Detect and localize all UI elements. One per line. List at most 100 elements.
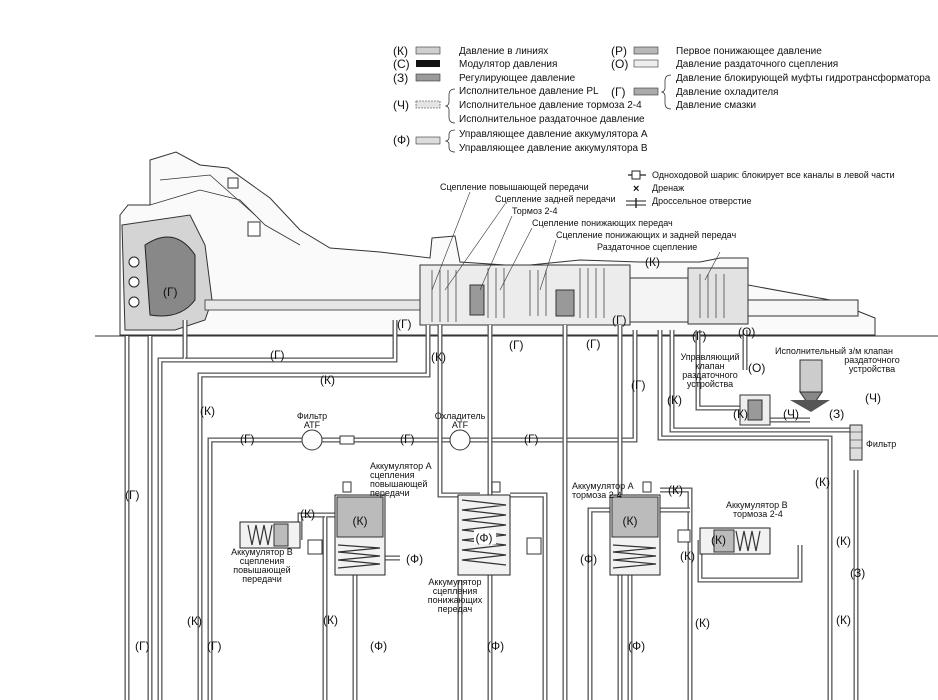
line-code-labels: (Г) (Г) (К) (Г) (К) (Г) (Г) (Г) (К) (Г) … <box>125 255 881 653</box>
legend-label: Давление в линиях <box>459 46 548 57</box>
line-code-label: (К) <box>711 533 726 547</box>
line-code-label: (К) <box>733 407 748 421</box>
line-code-label: (Г) <box>240 432 255 446</box>
label-transfer-clutch: Раздаточное сцепление <box>597 242 697 252</box>
legend-code: (Ч) <box>393 98 409 112</box>
accumulator-b-brake: Аккумулятор В тормоза 2-4 <box>699 500 788 555</box>
line-code-label: (Г) <box>509 338 524 352</box>
legend-swatch <box>416 60 440 67</box>
legend-label: Давление охладителя <box>676 87 778 98</box>
legend-label: Первое понижающее давление <box>676 46 822 57</box>
accumulator-label: Аккумулятор В <box>231 547 293 557</box>
accumulator-label: Аккумулятор А <box>572 481 634 491</box>
line-code-label: (К) <box>300 507 315 521</box>
legend-swatch <box>415 46 441 55</box>
line-code-label: (К) <box>668 483 683 497</box>
drain-icon: × <box>633 183 639 195</box>
legend-item-first-downshift: (Р) Первое понижающее давление <box>611 44 822 58</box>
legend-label: Давление смазки <box>676 100 756 111</box>
legend-code: (Ф) <box>393 133 410 147</box>
legend-code: (Г) <box>611 85 626 99</box>
accumulator-label: понижающих <box>428 595 483 605</box>
line-code-label: (Г) <box>270 348 285 362</box>
torque-converter-core <box>144 236 196 317</box>
line-code-label: (О) <box>748 361 765 375</box>
line-code-label: (К) <box>667 393 682 407</box>
valve-label: Управляющий <box>680 352 739 362</box>
legend-symbol-label: Дроссельное отверстие <box>652 196 752 206</box>
accumulator-label: Аккумулятор А <box>370 461 432 471</box>
legend-symbol-label: Одноходовой шарик: блокирует все каналы … <box>652 170 895 180</box>
legend-label: Управляющее давление аккумулятора А <box>459 129 648 140</box>
legend-label: Регулирующее давление <box>459 73 576 84</box>
accumulator-label: тормоза 2-4 <box>733 509 783 519</box>
legend-item-regulating: (З) Регулирующее давление <box>393 71 576 85</box>
line-code-label: (К) <box>323 613 338 627</box>
line-code-label: (Г) <box>163 285 178 299</box>
line-code-label: (Г) <box>125 488 140 502</box>
legend-item-transfer: (О) Давление раздаточного сцепления <box>611 57 838 71</box>
input-shaft <box>204 299 436 311</box>
line-code-label: (Г) <box>400 432 415 446</box>
filter: Фильтр <box>849 424 896 461</box>
accumulator-label: передачи <box>242 574 281 584</box>
solenoid-label: Исполнительный з/м клапан <box>775 346 893 356</box>
legend-swatch <box>633 59 659 68</box>
accumulator-b-upshift: Аккумулятор В сцепления повышающей перед… <box>231 521 301 584</box>
valve-label: клапан <box>695 361 724 371</box>
label-downshift-clutch: Сцепление понижающих передач <box>532 218 673 228</box>
legend-label: Давление блокирующей муфты гидротрансфор… <box>676 72 931 84</box>
line-code-label: (Ф) <box>580 552 597 566</box>
accumulator-label: передач <box>438 604 473 614</box>
accumulator-label: Аккумулятор <box>428 577 481 587</box>
line-code-label: (Ч) <box>865 391 881 405</box>
line-code-label: (К) <box>815 475 830 489</box>
accumulator-label: передачи <box>370 488 409 498</box>
transfer-control-valve: Управляющий клапан раздаточного устройст… <box>680 352 771 426</box>
accumulator-label: сцепления <box>370 470 415 480</box>
accumulator-downshift: (Ф) Аккумулятор сцепления понижающих пер… <box>428 481 511 614</box>
legend-code: (С) <box>393 57 410 71</box>
legend-label: Управляющее давление аккумулятора В <box>459 143 648 154</box>
accumulator-a-brake: (К) Аккумулятор А тормоза 2-4 <box>572 481 661 576</box>
legend-swatch <box>415 100 441 109</box>
line-code-label: (Ч) <box>783 407 799 421</box>
legend-item-actuator: (Ч) Исполнительное давление PL Исполните… <box>393 86 645 125</box>
line-code-label: (Г) <box>135 639 150 653</box>
legend-brace <box>444 129 456 153</box>
line-code-label: (Ф) <box>370 639 387 653</box>
component-labels: Сцепление повышающей передачи Сцепление … <box>431 182 736 291</box>
hydraulic-lines <box>124 320 861 700</box>
line-code-label: (Г) <box>397 317 412 331</box>
line-code-label: (З) <box>829 407 844 421</box>
atf-cooler-label: Охладитель <box>435 411 486 421</box>
legend-symbol-orifice: Дроссельное отверстие <box>626 196 752 208</box>
solenoid-label: раздаточного <box>844 355 899 365</box>
line-code-label: (К) <box>200 404 215 418</box>
accumulator-label: тормоза 2-4 <box>572 490 622 500</box>
check-ball-icon <box>628 170 646 180</box>
atf-filter-label: ATF <box>304 420 321 430</box>
legend-code: (Р) <box>611 44 627 58</box>
line-code-label: (Г) <box>612 313 627 327</box>
line-code-label: (З) <box>850 566 865 580</box>
line-code-label: (Ф) <box>487 639 504 653</box>
transmission-housing <box>95 151 938 337</box>
label-reverse-clutch: Сцепление задней передачи <box>495 194 616 204</box>
line-code-label: (Г) <box>631 378 646 392</box>
label-low-reverse-clutch: Сцепление понижающих и задней передач <box>556 230 736 240</box>
legend-item-accumulator: (Ф) Управляющее давление аккумулятора А … <box>393 129 648 154</box>
line-code-label: (Г) <box>692 329 707 343</box>
check-ball-icon <box>339 435 355 445</box>
line-code-label: (Г) <box>586 337 601 351</box>
valve-label: раздаточного <box>682 370 737 380</box>
clutch-pack-area <box>419 264 631 326</box>
legend-brace <box>660 74 672 110</box>
filter-label: Фильтр <box>866 439 896 449</box>
label-brake-24: Тормоз 2-4 <box>512 206 558 216</box>
legend-label: Исполнительное давление тормоза 2-4 <box>459 100 642 111</box>
legend-code: (К) <box>393 44 408 58</box>
legend-code: (О) <box>611 57 628 71</box>
line-code-label: (К) <box>187 614 202 628</box>
